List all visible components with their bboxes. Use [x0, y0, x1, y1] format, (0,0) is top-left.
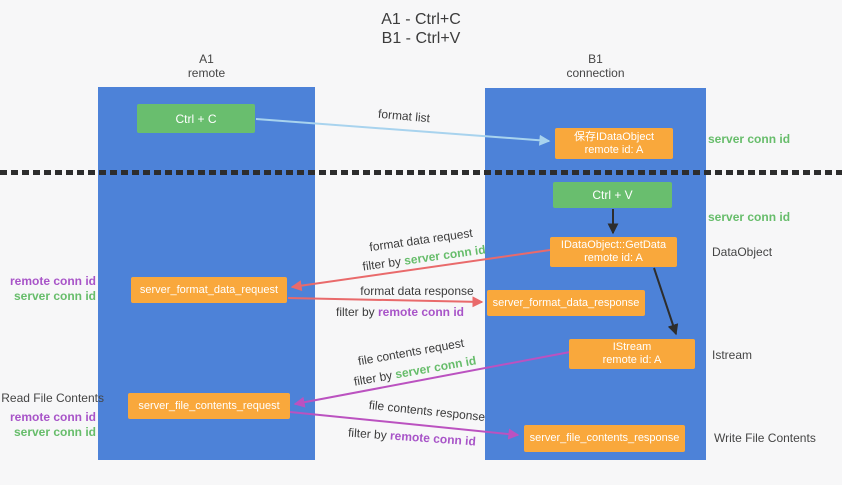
save-idataobject-line2: remote id: A — [584, 143, 644, 156]
file-conn-id-labels: remote conn id server conn id — [0, 410, 96, 440]
server-conn-id-label-top: server conn id — [708, 132, 791, 146]
column-header-a1: A1 remote — [98, 52, 315, 80]
server-format-data-response-label: server_format_data_response — [492, 296, 640, 309]
filter-by-text: filter by — [352, 367, 397, 389]
write-file-contents-label: Write File Contents — [714, 431, 816, 445]
server-conn-id-label-mid: server conn id — [708, 210, 791, 224]
column-a1-name: A1 — [199, 52, 214, 66]
format-conn-id-labels: remote conn id server conn id — [0, 274, 96, 304]
format-data-response-label: format data response — [360, 284, 474, 298]
file-remote-conn-id-label: remote conn id — [9, 410, 96, 424]
save-idataobject-line1: 保存IDataObject — [573, 130, 655, 143]
server-file-contents-response-node: server_file_contents_response — [524, 425, 685, 452]
column-b1-name: B1 — [588, 52, 603, 66]
title-line-1: A1 - Ctrl+C — [381, 11, 461, 28]
server-format-data-request-node: server_format_data_request — [131, 277, 287, 303]
ctrl-v-node: Ctrl + V — [553, 182, 672, 208]
copy-paste-divider-dashed-line — [0, 170, 842, 175]
filter-by-text: filter by — [347, 425, 391, 443]
server-file-contents-request-label: server_file_contents_request — [138, 399, 280, 412]
save-idataobject-node: 保存IDataObject remote id: A — [555, 128, 673, 159]
format-remote-conn-id-label: remote conn id — [9, 274, 96, 288]
dataobject-label: DataObject — [712, 245, 773, 259]
file-response-filter-label: filter by remote conn id — [348, 426, 477, 449]
column-b1-subtitle: connection — [566, 66, 625, 80]
ctrl-c-label: Ctrl + C — [175, 111, 217, 126]
column-header-b1: B1 connection — [485, 52, 706, 80]
format-response-filter-label: filter by remote conn id — [336, 305, 464, 319]
title-line-2: B1 - Ctrl+V — [381, 30, 461, 47]
column-a1-subtitle: remote — [187, 66, 226, 80]
istream-node: IStream remote id: A — [569, 339, 695, 369]
server-file-contents-response-label: server_file_contents_response — [529, 432, 680, 444]
ctrl-v-label: Ctrl + V — [592, 188, 633, 202]
diagram-title: A1 - Ctrl+C B1 - Ctrl+V — [0, 10, 842, 48]
format-server-conn-id-label: server conn id — [13, 289, 96, 303]
server-format-data-response-node: server_format_data_response — [487, 290, 645, 316]
remote-conn-id-key: remote conn id — [389, 428, 477, 449]
server-format-data-request-label: server_format_data_request — [139, 283, 279, 296]
ctrl-c-node: Ctrl + C — [137, 104, 255, 133]
format-data-response-arrow — [287, 296, 484, 308]
file-server-conn-id-label: server conn id — [13, 425, 96, 439]
read-file-contents-label: Read File Contents — [1, 391, 104, 405]
format-list-label: format list — [377, 106, 431, 126]
istream-side-label: Istream — [712, 348, 753, 362]
filter-by-text: filter by — [335, 305, 378, 319]
remote-conn-id-key: remote conn id — [378, 305, 465, 319]
server-file-contents-request-node: server_file_contents_request — [128, 393, 290, 419]
getdata-node: IDataObject::GetData remote id: A — [550, 237, 677, 267]
file-contents-response-label: file contents response — [368, 397, 486, 425]
getdata-line1: IDataObject::GetData — [560, 239, 667, 251]
filter-by-text: filter by — [361, 253, 406, 274]
istream-line1: IStream — [612, 341, 652, 353]
getdata-line2: remote id: A — [584, 252, 643, 264]
istream-line2: remote id: A — [602, 354, 662, 366]
